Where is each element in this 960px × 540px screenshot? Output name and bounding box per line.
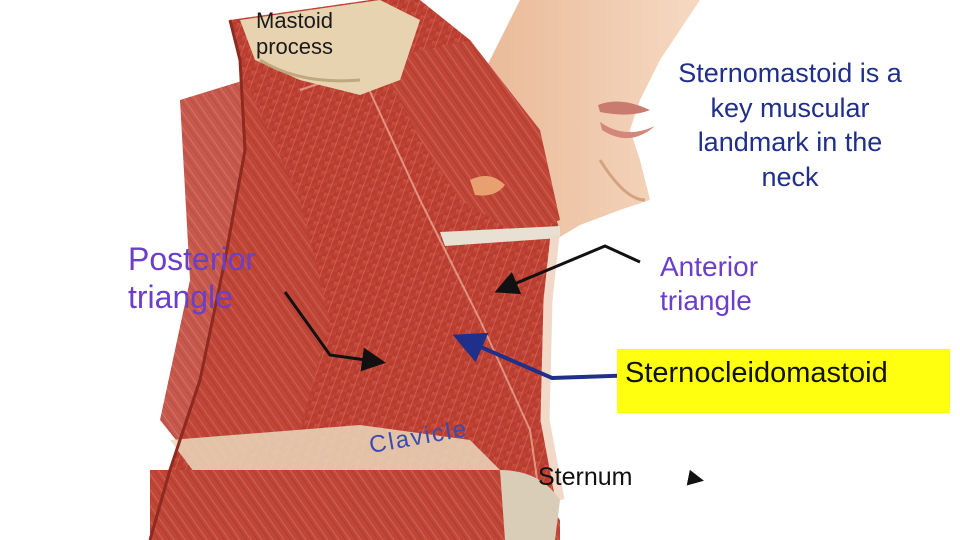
caption-line-4: neck [761,161,819,192]
lips [598,101,650,115]
mastoid-line-2: process [256,34,334,60]
jaw-region [380,40,560,235]
chin-shadow [598,159,646,202]
clavicle-bone [170,425,500,480]
scm-pointer [452,332,641,381]
sternum-bone [500,470,560,540]
hyoid [440,226,560,246]
submandibular-gland [470,176,505,196]
posterior-line-2: triangle [128,279,233,316]
posterior-triangle-label: Posterior triangle [128,240,256,317]
mastoid-line-1: Mastoid [256,8,334,33]
sternomastoid-caption: Sternomastoid is a key muscular landmark… [640,56,940,194]
chest-muscles [150,470,560,540]
caption-line-3: landmark in the [697,127,883,158]
lower-lip [600,122,655,139]
scm-highlight-box [617,349,950,413]
posterior-line-1: Posterior [128,241,257,277]
anterior-line-1: Anterior [660,251,759,282]
mastoid-process-label: Mastoid process [256,8,333,61]
anterior-line-2: triangle [660,284,752,316]
sternum-pointer [686,469,704,486]
caption-line-1: Sternomastoid is a [678,58,902,88]
sternocleidomastoid-label: Sternocleidomastoid [625,357,888,389]
sternum-label: Sternum [538,463,633,491]
anterior-triangle-label: Anterior triangle [660,250,758,317]
anterior-pointer [494,244,641,295]
scm-muscle [300,70,540,515]
caption-line-2: key muscular [710,92,870,123]
posterior-pointer [283,291,386,372]
